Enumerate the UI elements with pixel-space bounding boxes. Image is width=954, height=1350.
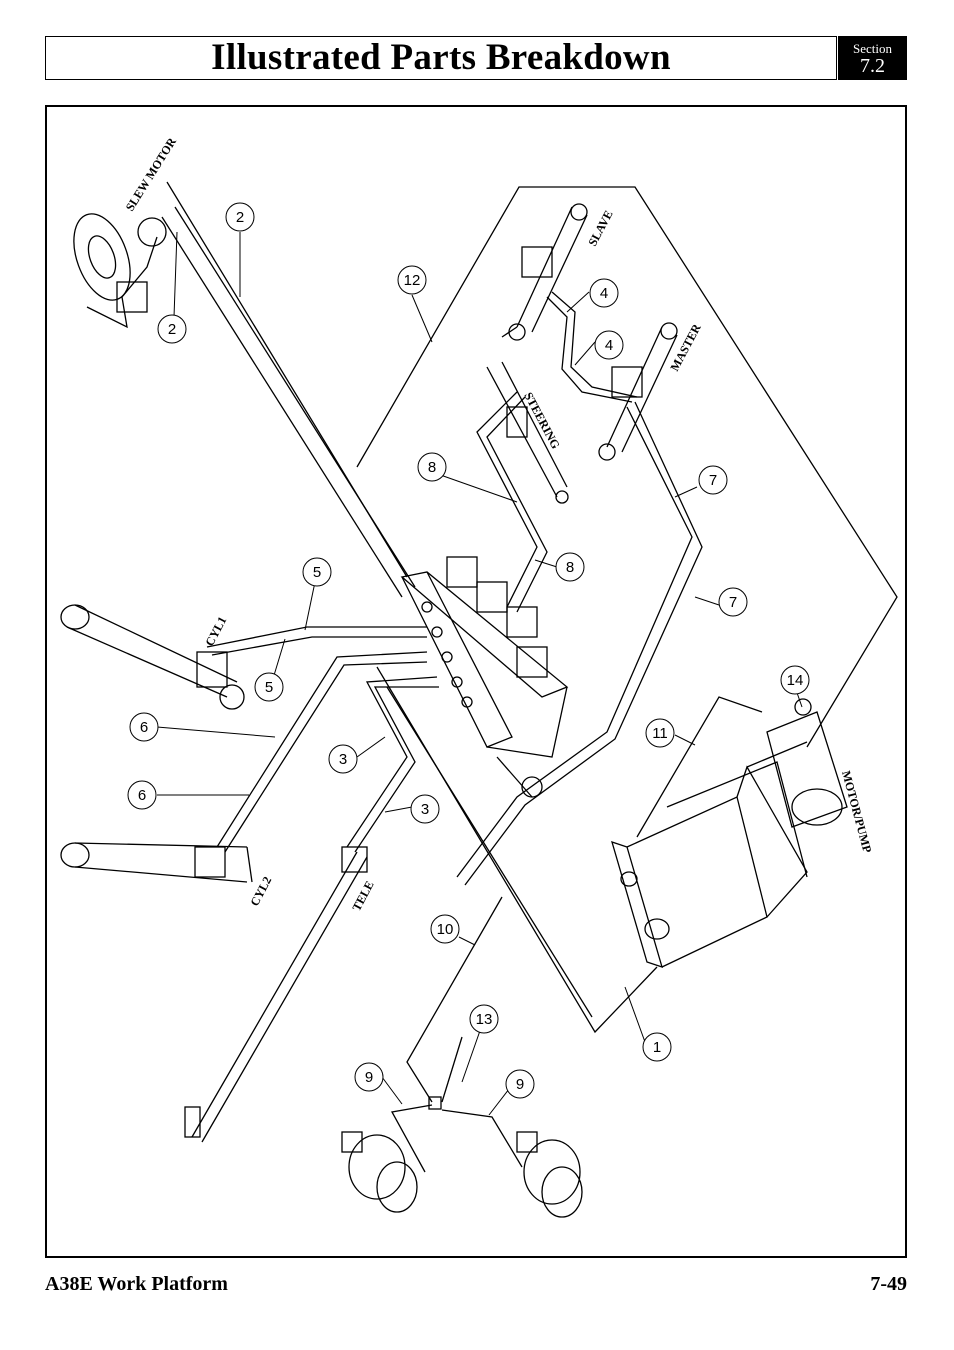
tele-block-part: [184, 846, 368, 1138]
callout-2a: 2: [225, 202, 255, 232]
hose-8b: [486, 396, 548, 613]
section-badge: Section 7.2: [838, 36, 907, 80]
hose-1: [376, 666, 658, 1034]
svg-text:1: 1: [653, 1039, 661, 1056]
svg-text:7: 7: [729, 594, 737, 611]
hose-1b: [386, 686, 593, 1018]
callout-5b: 5: [254, 672, 284, 702]
callout-12: 12: [397, 265, 427, 295]
hose-7a: [456, 406, 693, 878]
label-slew-motor: SLEW MOTOR: [123, 135, 180, 214]
svg-text:3: 3: [421, 801, 429, 818]
label-master: MASTER: [667, 321, 704, 373]
hose-6a: [216, 651, 428, 848]
steering-cylinder-part: [486, 361, 569, 504]
hose-4b: [551, 291, 638, 398]
section-label: Section: [853, 41, 892, 56]
hose-11: [636, 696, 763, 838]
svg-text:12: 12: [404, 272, 421, 289]
motor-pump-part: [611, 698, 848, 969]
callout-4b: 4: [594, 330, 624, 360]
footer-product: A38E Work Platform: [45, 1273, 228, 1295]
tee-fitting: [428, 1096, 442, 1110]
slave-cylinder-part: [501, 203, 588, 341]
callout-6a: 6: [129, 712, 159, 742]
hose-5b: [211, 636, 427, 656]
section-number: 7.2: [860, 55, 885, 77]
diagram-svg: SLEW MOTOR SLAVE MASTER STEERING: [60, 135, 898, 1218]
hose-3b: [354, 686, 439, 853]
svg-text:8: 8: [566, 559, 574, 576]
svg-text:13: 13: [476, 1011, 493, 1028]
callout-8b: 8: [555, 552, 585, 582]
label-slave: SLAVE: [585, 208, 615, 249]
hose-2c: [161, 216, 403, 598]
valve-manifold-part: [400, 556, 569, 798]
callout-2b: 2: [157, 314, 187, 344]
callout-13: 13: [469, 1004, 499, 1034]
page-title: Illustrated Parts Breakdown: [211, 37, 671, 78]
hose-3a: [346, 676, 438, 848]
page-header: Illustrated Parts Breakdown: [45, 36, 837, 80]
cylinder-1-part: [60, 604, 245, 710]
svg-text:11: 11: [652, 725, 668, 742]
callout-8a: 8: [417, 452, 447, 482]
svg-text:5: 5: [265, 679, 273, 696]
hose-10: [406, 896, 503, 1103]
hose-13: [441, 1036, 463, 1103]
hose-4a: [546, 296, 633, 403]
callout-3a: 3: [328, 744, 358, 774]
svg-text:2: 2: [168, 321, 176, 338]
cylinder-2-part: [60, 842, 253, 883]
master-cylinder-part: [598, 322, 678, 461]
hose-2b: [174, 206, 416, 588]
drive-motor-right-part: [516, 1131, 583, 1218]
hose-9b: [441, 1109, 523, 1168]
svg-text:5: 5: [313, 564, 321, 581]
callout-11: 11: [645, 718, 675, 748]
callout-9a: 9: [354, 1062, 384, 1092]
hose-12: [356, 186, 898, 748]
slew-motor-part: [73, 213, 167, 329]
parts-diagram: SLEW MOTOR SLAVE MASTER STEERING: [45, 105, 907, 1258]
callout-7a: 7: [698, 465, 728, 495]
callout-9b: 9: [505, 1069, 535, 1099]
hose-7b: [464, 401, 703, 886]
hose-8a: [476, 391, 538, 608]
svg-text:3: 3: [339, 751, 347, 768]
callout-3b: 3: [410, 794, 440, 824]
callout-5a: 5: [302, 557, 332, 587]
svg-text:8: 8: [428, 459, 436, 476]
hose-6b: [224, 661, 428, 853]
svg-text:7: 7: [709, 472, 717, 489]
hose-5a: [206, 626, 427, 648]
footer-page-number: 7-49: [870, 1273, 907, 1295]
svg-text:14: 14: [787, 672, 804, 689]
svg-text:9: 9: [516, 1076, 524, 1093]
hose-9a: [390, 1104, 433, 1173]
svg-text:10: 10: [437, 921, 454, 938]
svg-text:2: 2: [236, 209, 244, 226]
svg-text:6: 6: [140, 719, 148, 736]
tele-rod-b: [201, 856, 368, 1143]
svg-text:4: 4: [605, 337, 613, 354]
drive-motor-left-part: [341, 1131, 418, 1213]
callout-1: 1: [642, 1032, 672, 1062]
label-tele: TELE: [349, 879, 376, 914]
svg-text:4: 4: [600, 285, 608, 302]
callout-4a: 4: [589, 278, 619, 308]
callout-6b: 6: [127, 780, 157, 810]
svg-text:9: 9: [365, 1069, 373, 1086]
label-motor-pump: MOTOR/PUMP: [839, 769, 874, 854]
tele-rod: [191, 851, 358, 1138]
svg-text:6: 6: [138, 787, 146, 804]
callout-14: 14: [780, 665, 810, 695]
callout-7b: 7: [718, 587, 748, 617]
callout-10: 10: [430, 914, 460, 944]
